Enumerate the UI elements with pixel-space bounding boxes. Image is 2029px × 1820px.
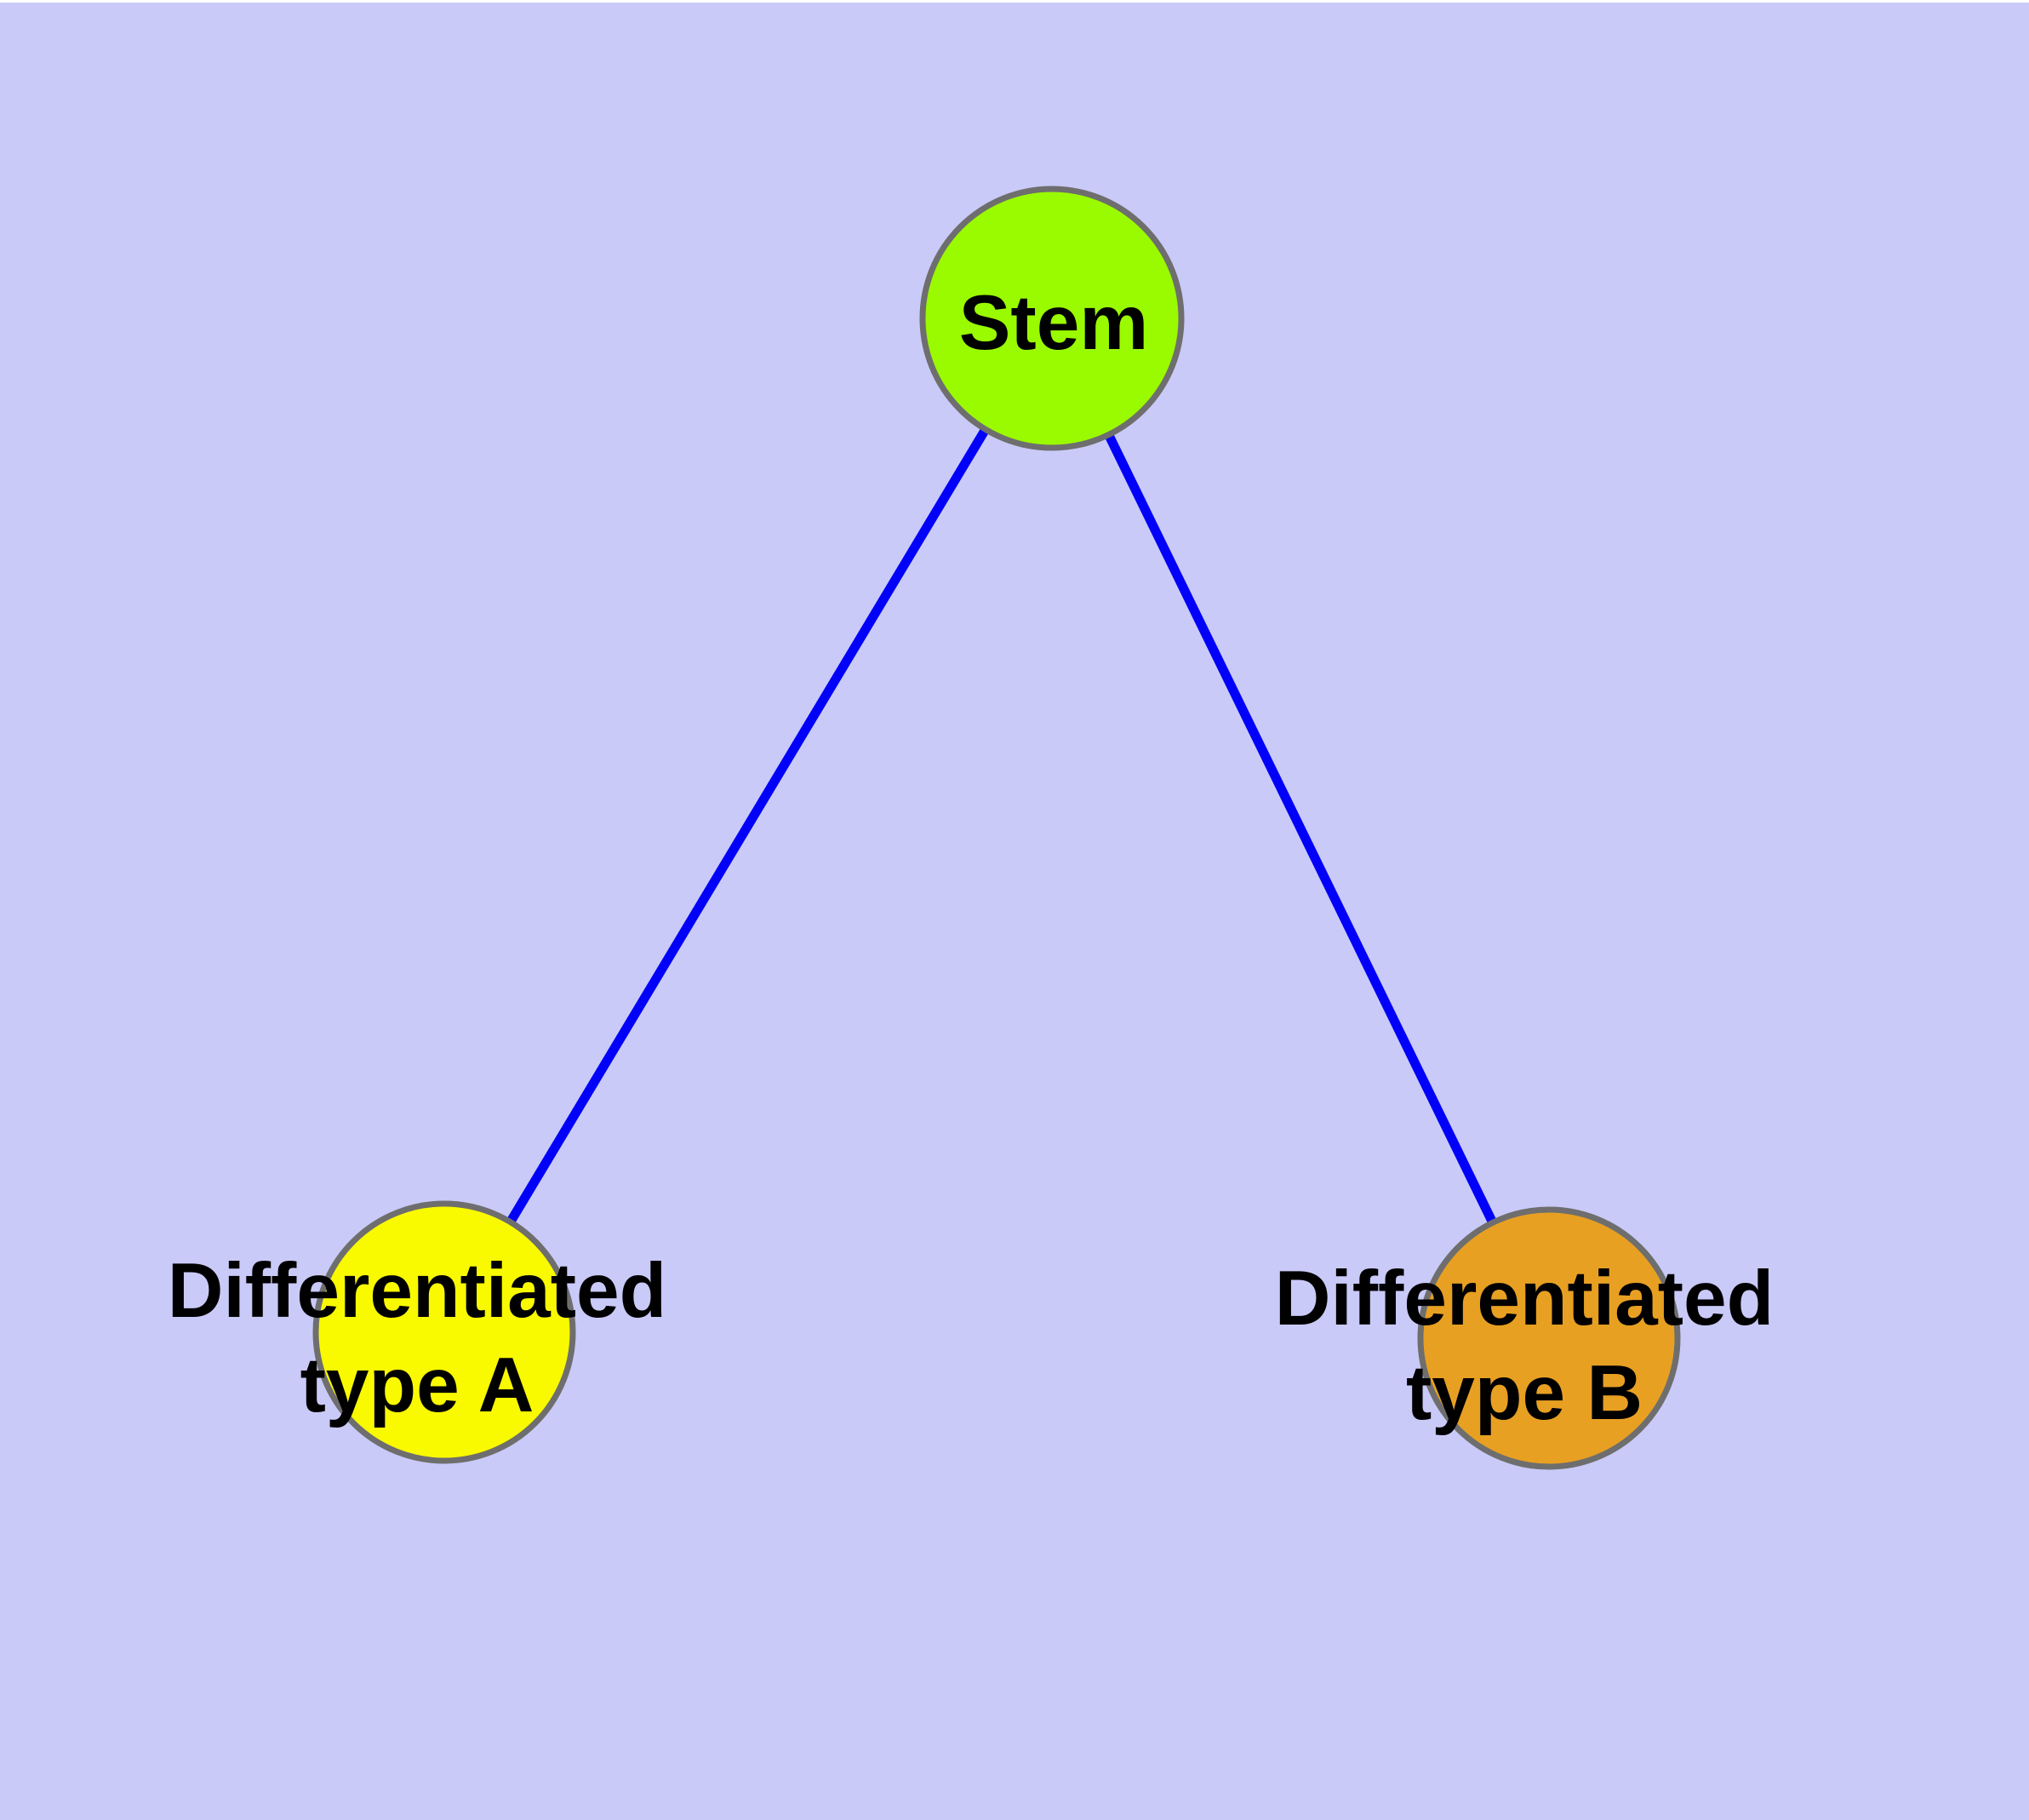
node-stem (919, 186, 1185, 451)
node-differentiated-type-a-circle (312, 1200, 576, 1464)
node-differentiated-type-b-label-line1: Differentiated (1275, 1256, 1775, 1342)
node-differentiated-type-a (312, 1200, 576, 1464)
node-differentiated-type-b-circle (1417, 1206, 1681, 1470)
edge-stem-to-type-a (440, 316, 1056, 1335)
node-differentiated-type-b (1417, 1206, 1681, 1470)
node-differentiated-type-a-label-line1: Differentiated (168, 1248, 667, 1334)
node-stem-circle (919, 186, 1185, 451)
node-stem-label: Stem (959, 280, 1149, 366)
node-differentiated-type-b-label-line2: type B (1406, 1350, 1643, 1436)
node-differentiated-type-a-label-line2: type A (300, 1342, 534, 1428)
edge-stem-to-type-b (1048, 316, 1553, 1341)
top-margin (0, 0, 2029, 3)
